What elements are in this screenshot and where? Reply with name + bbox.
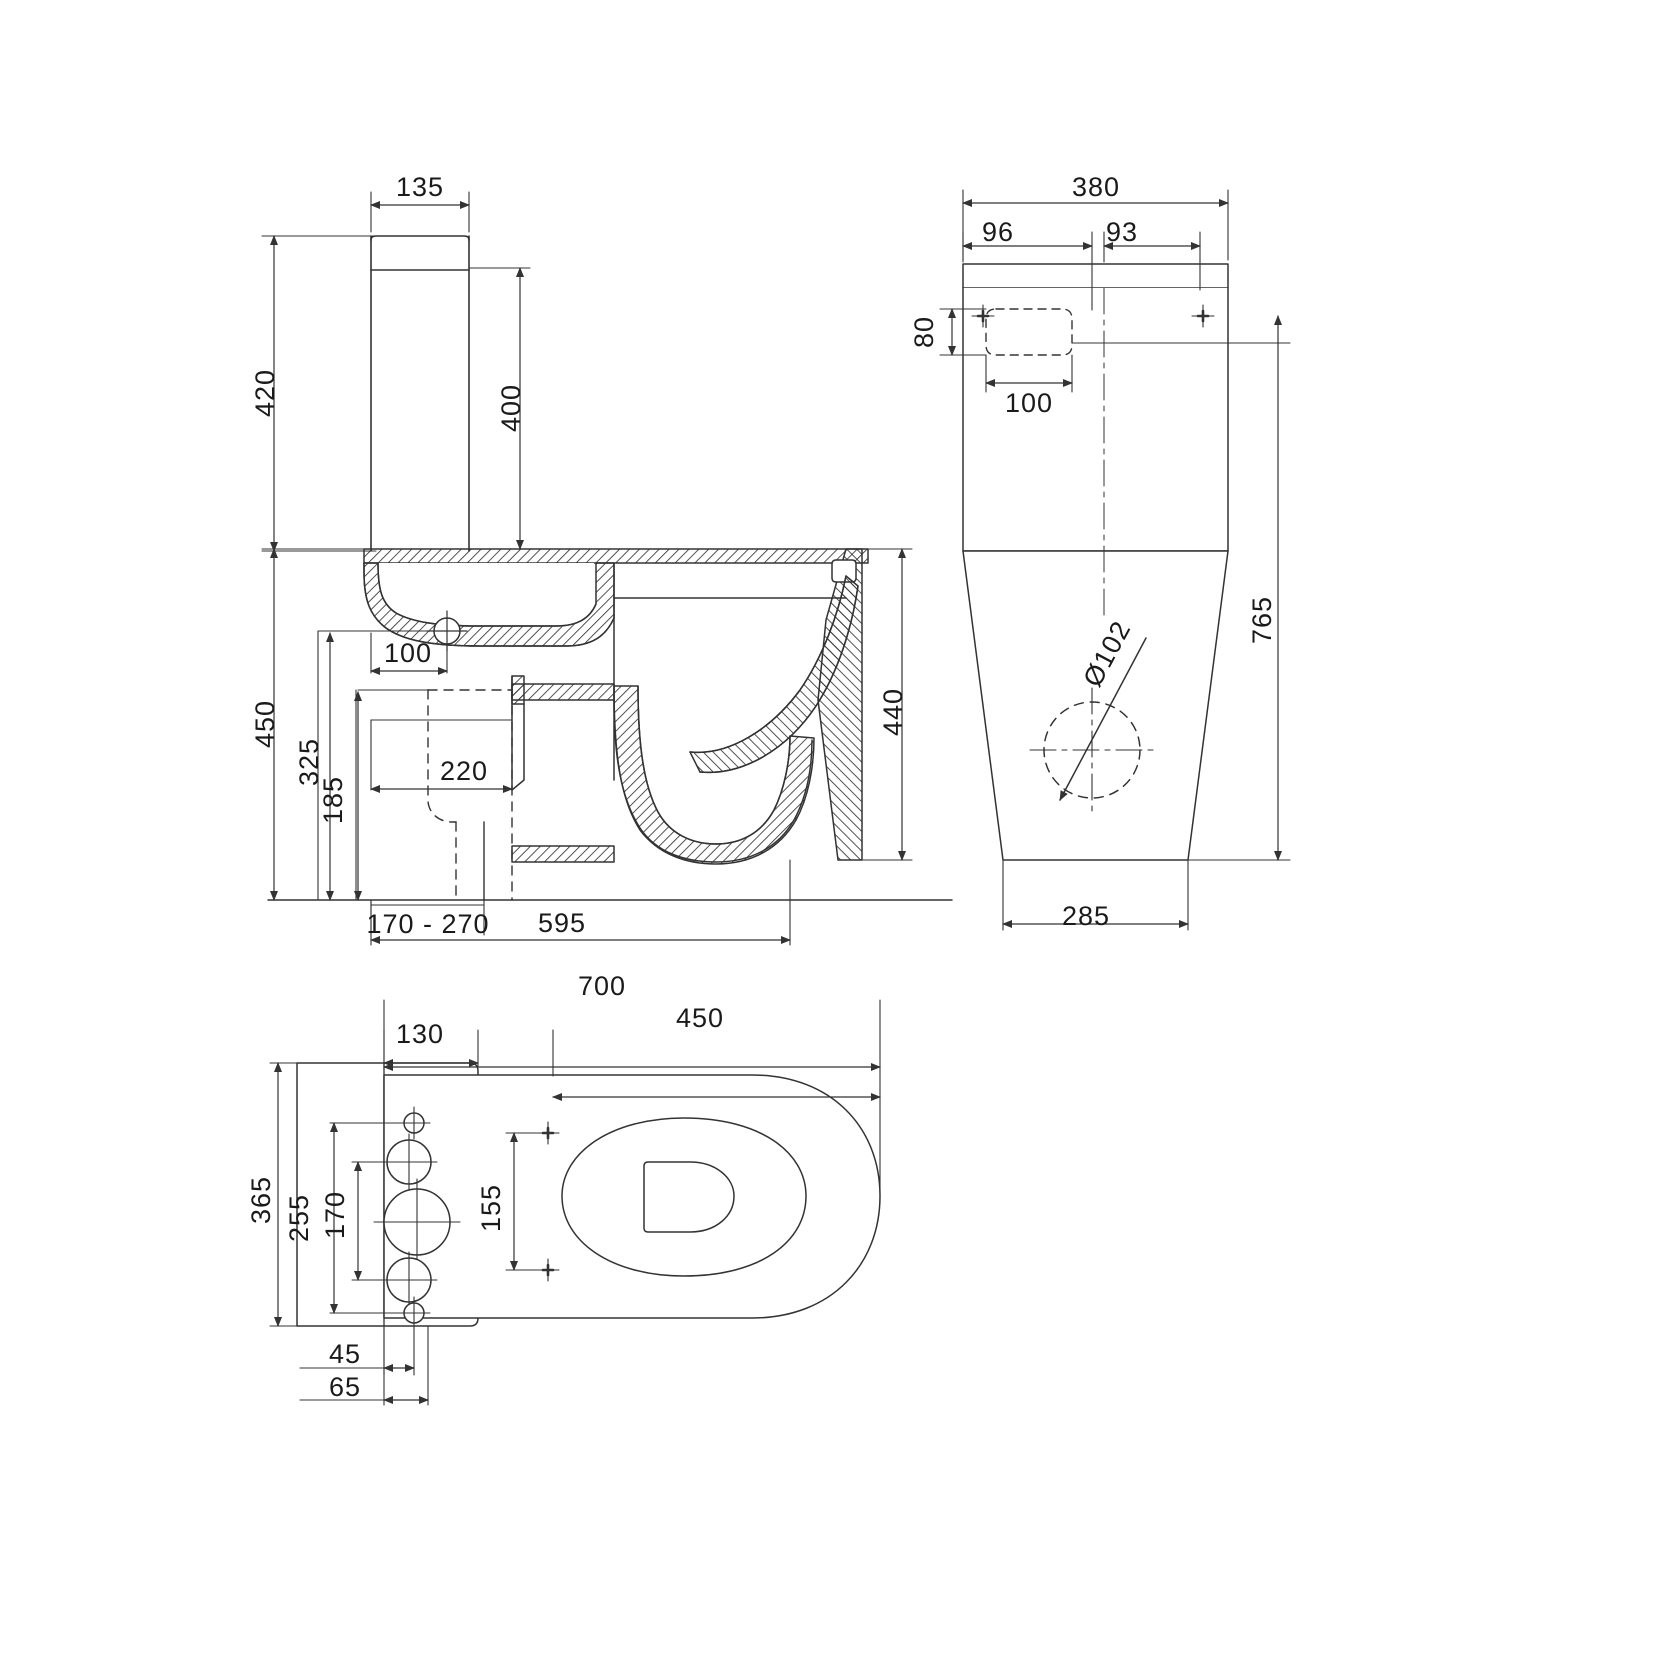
label-plan-edge-offset-a: 45 bbox=[329, 1339, 361, 1369]
dim-front-button-height bbox=[939, 308, 987, 356]
label-plan-bolt-span-outer: 255 bbox=[284, 1194, 314, 1242]
dim-front-base-width bbox=[1002, 859, 1189, 931]
dim-side-seat-height bbox=[261, 548, 365, 901]
label-front-overall-height: 765 bbox=[1247, 596, 1277, 644]
dim-side-outlet-height bbox=[354, 689, 429, 901]
label-side-bowl-length: 595 bbox=[538, 908, 586, 938]
label-front-left-offset: 96 bbox=[982, 217, 1014, 247]
side-cistern-outline bbox=[370, 235, 470, 552]
label-front-button-width: 100 bbox=[1005, 388, 1053, 418]
label-side-inlet-offset: 100 bbox=[384, 638, 432, 668]
dim-plan-overall-width bbox=[269, 1062, 298, 1327]
dim-side-cistern-total-height bbox=[261, 235, 377, 552]
dim-side-inlet-height bbox=[317, 630, 334, 901]
dim-plan-cistern-depth bbox=[383, 1029, 479, 1067]
label-front-cistern-width: 380 bbox=[1072, 172, 1120, 202]
dim-plan-seat-fixing-span bbox=[505, 1132, 541, 1271]
label-side-inlet-height: 325 bbox=[294, 738, 324, 786]
label-front-base-width: 285 bbox=[1062, 901, 1110, 931]
label-plan-bowl-length: 450 bbox=[676, 1003, 724, 1033]
label-front-right-offset: 93 bbox=[1106, 217, 1138, 247]
label-plan-overall-width: 365 bbox=[246, 1176, 276, 1224]
side-elevation-view bbox=[261, 191, 953, 946]
plan-seat-fixing-upper bbox=[536, 1121, 560, 1145]
side-dashed-soil-pipe bbox=[427, 689, 513, 901]
label-plan-overall-length: 700 bbox=[578, 971, 626, 1001]
label-side-bowl-height: 440 bbox=[878, 688, 908, 736]
label-side-cistern-height-inner: 400 bbox=[496, 384, 526, 432]
front-elevation-view bbox=[939, 189, 1291, 931]
front-cistern-body bbox=[962, 287, 1229, 552]
dim-side-cistern-width bbox=[370, 191, 470, 233]
front-pedestal-body bbox=[962, 550, 1229, 861]
label-front-button-height: 80 bbox=[909, 316, 939, 348]
label-plan-seat-fixing-span: 155 bbox=[476, 1184, 506, 1232]
dim-plan-bowl-length bbox=[552, 1029, 881, 1101]
front-cistern-lid bbox=[962, 263, 1229, 289]
dim-plan-bolt-span-inner bbox=[351, 1161, 389, 1281]
label-plan-cistern-depth: 130 bbox=[396, 1019, 444, 1049]
dim-side-inlet-offset bbox=[317, 630, 448, 675]
label-side-seat-height: 450 bbox=[250, 700, 280, 748]
plan-bowl-aperture bbox=[643, 1161, 735, 1233]
label-side-outlet-range: 170 - 270 bbox=[366, 909, 489, 939]
label-side-cistern-width: 135 bbox=[396, 172, 444, 202]
dim-side-bowl-length bbox=[370, 859, 791, 946]
plan-fixing-holes bbox=[373, 1106, 461, 1330]
label-side-outlet-offset: 220 bbox=[440, 756, 488, 786]
label-plan-edge-offset-b: 65 bbox=[329, 1372, 361, 1402]
dim-side-cistern-inner-height bbox=[468, 267, 531, 550]
dim-side-bowl-height bbox=[861, 548, 913, 861]
plan-view bbox=[269, 999, 881, 1406]
plan-seat-fixing-lower bbox=[536, 1258, 560, 1282]
front-waste-outlet-circle bbox=[1029, 637, 1155, 813]
label-side-cistern-height-total: 420 bbox=[250, 369, 280, 417]
dim-plan-edge-offset-b bbox=[299, 1325, 429, 1406]
dim-front-right-offset bbox=[1103, 231, 1201, 291]
label-plan-bolt-span-inner: 170 bbox=[320, 1191, 350, 1239]
dim-plan-bolt-span-outer bbox=[329, 1122, 405, 1314]
dim-side-outlet-offset bbox=[370, 719, 513, 793]
dim-front-left-offset bbox=[962, 231, 1093, 311]
front-fixing-point-right bbox=[1191, 304, 1215, 328]
dim-front-button-width bbox=[985, 354, 1073, 393]
front-flush-button bbox=[985, 308, 1073, 356]
side-bowl-section bbox=[363, 548, 869, 865]
label-side-outlet-height: 185 bbox=[318, 776, 348, 824]
